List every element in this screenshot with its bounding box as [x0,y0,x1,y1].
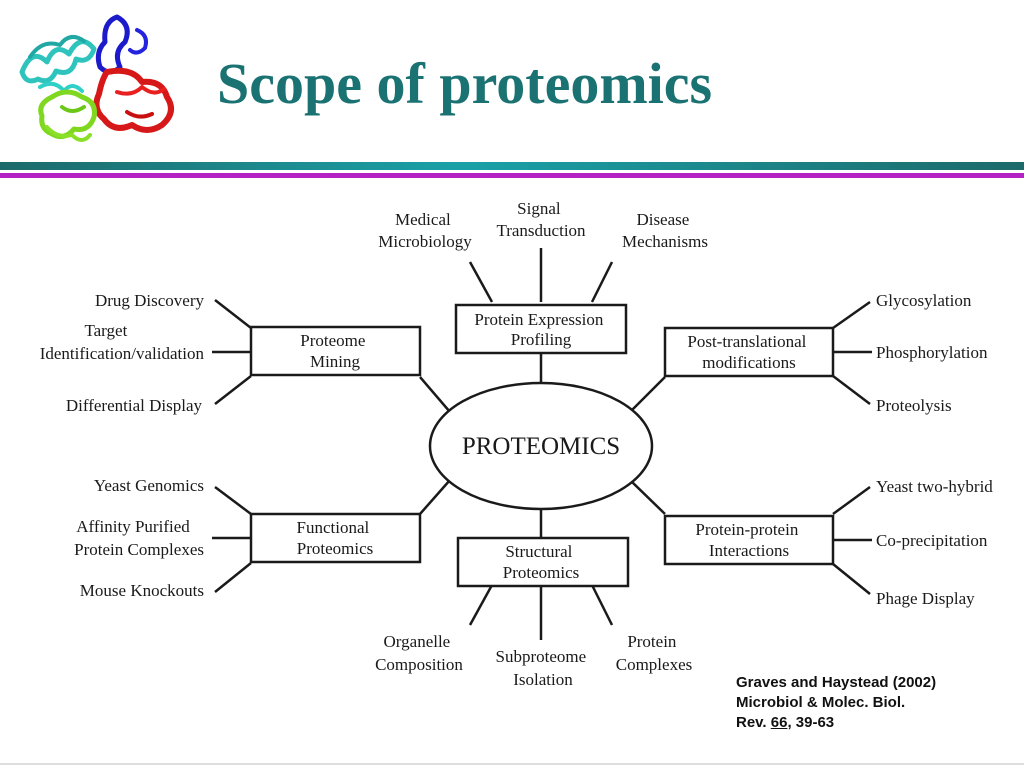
category-label-protein-protein-interactions: Protein-protein Interactions [695,520,802,560]
diagram-connectors [212,248,872,640]
center-node-label: PROTEOMICS [462,433,620,460]
title-rule-teal [0,162,1024,170]
citation-volume: 66 [770,714,788,731]
leaf-glycosylation: Glycosylation [876,291,972,310]
category-box-functional-proteomics [249,512,422,564]
citation: Graves and Haystead (2002) Microbiol & M… [736,673,936,733]
leaf-signal-transduction: Signal Transduction [496,199,586,240]
leaf-disease-mechanisms: Disease Mechanisms [622,210,708,251]
citation-volume-pages: Rev. 66, 39-63 [736,713,936,733]
leaf-yeast-genomics: Yeast Genomics [94,476,204,495]
citation-authors: Graves and Haystead (2002) [736,674,937,691]
leaf-affinity-purified-protein-complexes: Affinity Purified Protein Complexes [74,517,204,559]
citation-journal: Microbiol & Molec. Biol. [736,694,906,711]
category-label-functional-proteomics: Functional Proteomics [297,518,374,558]
category-box-proteome-mining [249,325,422,377]
title-rule-magenta [0,173,1024,178]
center-node-ellipse [428,381,654,511]
citation-rev-prefix: Rev. [736,714,771,731]
leaf-subproteome-isolation: Subproteome Isolation [496,647,591,689]
category-box-protein-protein-interactions [663,514,835,566]
leaf-phosphorylation: Phosphorylation [876,343,988,362]
footer-divider [0,763,1024,765]
leaf-target-identification-validation: Target Identification/validation [40,321,205,363]
category-label-protein-expression-profiling: Protein Expression Profiling [474,310,607,349]
leaf-phage-display: Phage Display [876,589,975,608]
leaf-drug-discovery: Drug Discovery [95,291,205,310]
category-label-post-translational-modifications: Post-translational modifications [687,332,810,372]
category-label-structural-proteomics: Structural Proteomics [503,542,580,582]
category-box-protein-expression-profiling [454,303,628,355]
protein-ribbon-structure-icon [19,14,174,142]
leaf-yeast-two-hybrid: Yeast two-hybrid [876,477,993,496]
leaf-differential-display: Differential Display [66,396,203,415]
leaf-proteolysis: Proteolysis [876,396,952,415]
citation-pages: , 39-63 [787,714,835,731]
category-label-proteome-mining: Proteome Mining [300,331,369,371]
category-box-structural-proteomics [456,536,630,588]
slide-title: Scope of proteomics [217,51,713,116]
category-box-post-translational-modifications [663,326,835,378]
leaf-co-precipitation: Co-precipitation [876,531,988,550]
leaf-medical-microbiology: Medical Microbiology [378,210,472,251]
leaf-organelle-composition: Organelle Composition [375,632,463,674]
leaf-protein-complexes: Protein Complexes [616,632,693,674]
leaf-mouse-knockouts: Mouse Knockouts [80,581,204,600]
